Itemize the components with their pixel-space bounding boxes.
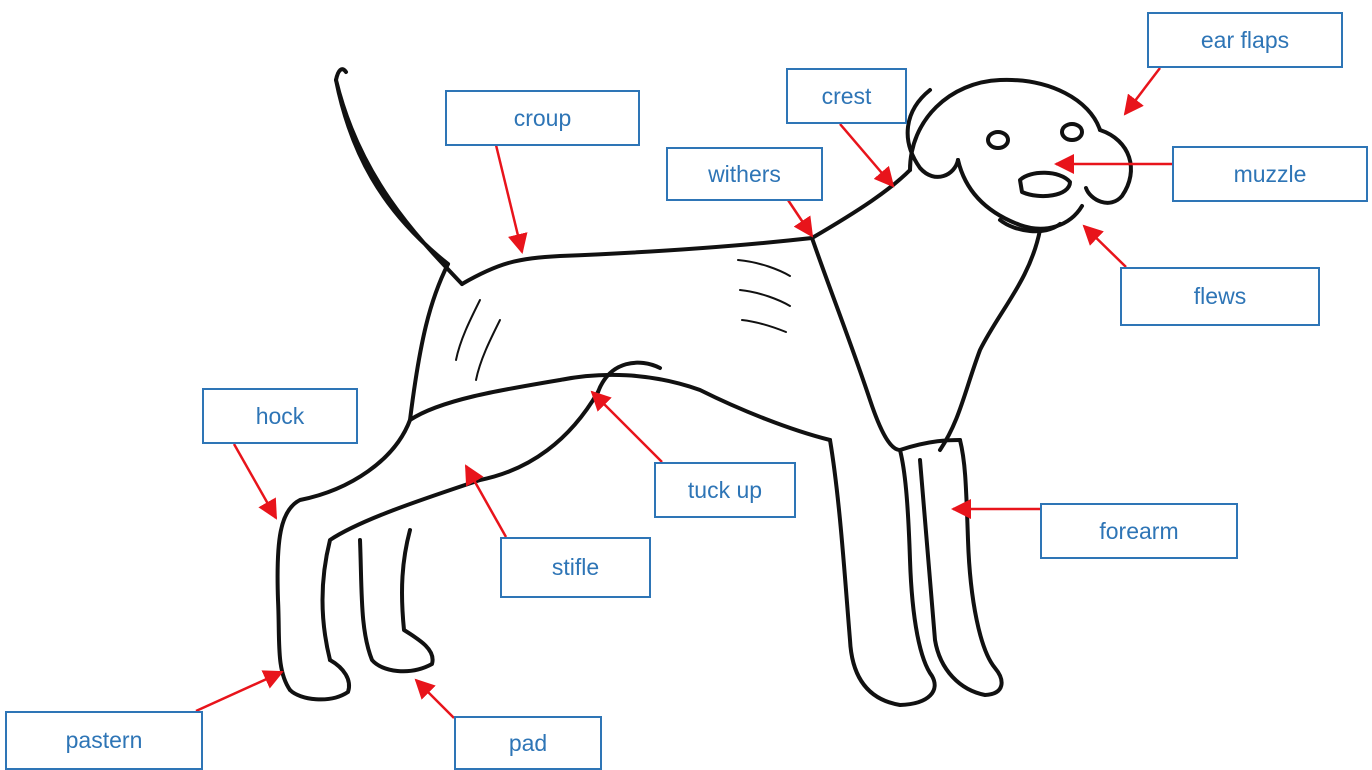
- arrow-croup: [494, 144, 528, 254]
- arrow-hock: [232, 443, 278, 520]
- label-withers: withers: [666, 147, 823, 201]
- label-ear-flaps: ear flaps: [1147, 12, 1343, 68]
- label-flews: flews: [1120, 267, 1320, 326]
- label-tuck-up: tuck up: [654, 462, 796, 518]
- arrow-pastern: [195, 670, 284, 713]
- label-muzzle: muzzle: [1172, 146, 1368, 202]
- arrow-stifle: [464, 464, 508, 538]
- label-hock: hock: [202, 388, 358, 444]
- label-pastern: pastern: [5, 711, 203, 770]
- arrow-tuck-up: [590, 390, 663, 463]
- label-croup: croup: [445, 90, 640, 146]
- label-crest: crest: [786, 68, 907, 124]
- label-pad: pad: [454, 716, 602, 770]
- dog-illustration: [275, 67, 1133, 707]
- arrow-withers: [786, 199, 814, 238]
- arrow-pad: [414, 678, 455, 719]
- label-forearm: forearm: [1040, 503, 1238, 559]
- label-stifle: stifle: [500, 537, 651, 598]
- arrow-crest: [839, 123, 895, 188]
- pointer-arrows: [195, 67, 1172, 719]
- arrow-ear-flaps: [1123, 67, 1161, 116]
- arrow-flews: [1082, 224, 1127, 268]
